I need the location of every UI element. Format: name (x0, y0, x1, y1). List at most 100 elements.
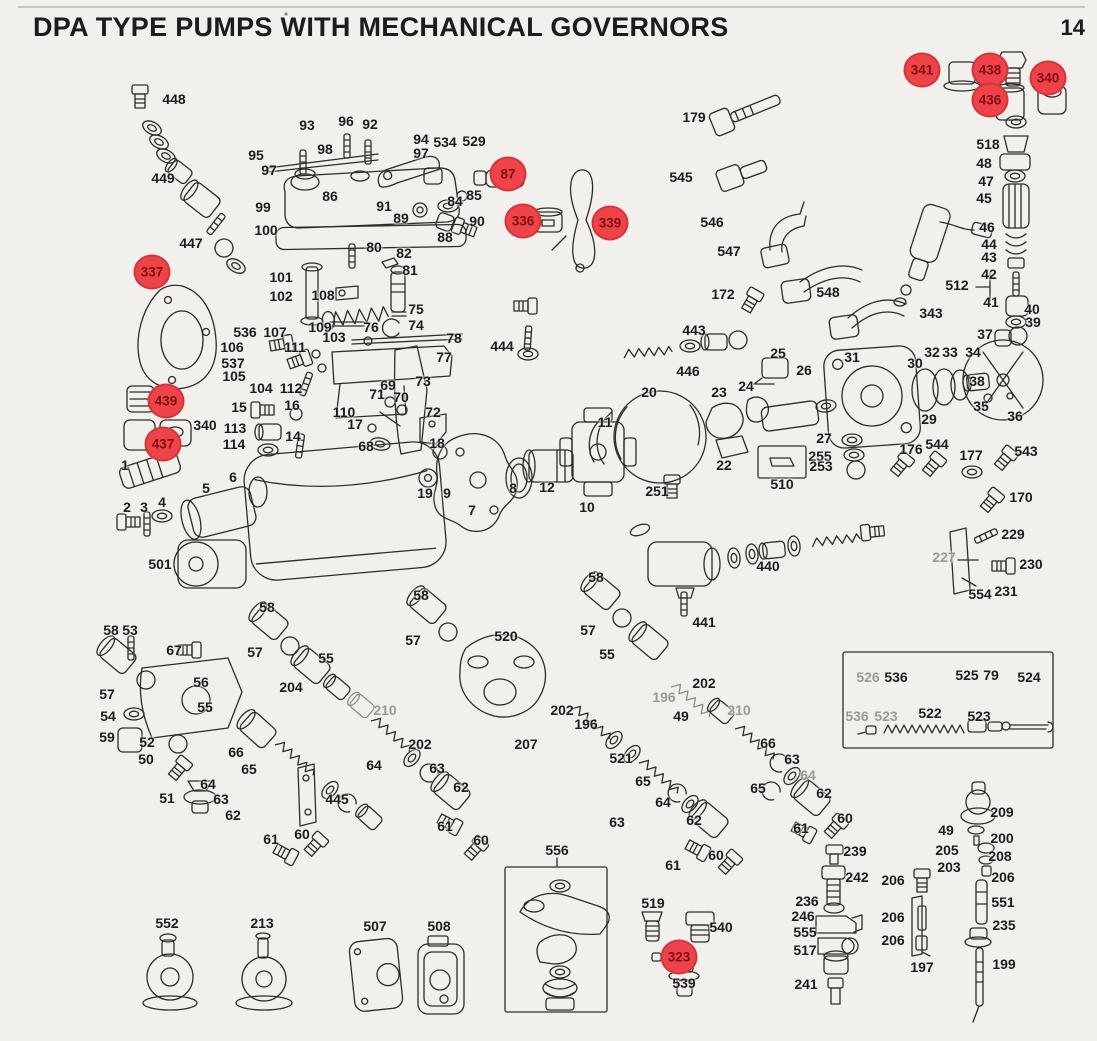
part-label: 544 (925, 436, 949, 452)
part-label: 101 (269, 269, 293, 285)
part-label: 40 (1024, 301, 1040, 317)
part-label: 90 (469, 213, 485, 229)
part-label: 64 (200, 776, 216, 792)
part-label: 202 (692, 675, 716, 691)
part-label: 12 (539, 479, 555, 495)
part-label: 89 (393, 210, 409, 226)
part-label: 58 (588, 569, 604, 585)
part-label: 57 (405, 632, 421, 648)
part-label: 526 (856, 669, 880, 685)
part-label: 62 (686, 812, 702, 828)
part-label: 546 (700, 214, 724, 230)
part-label: 60 (294, 826, 310, 842)
part-label: 197 (910, 959, 934, 975)
part-label: 539 (672, 975, 696, 991)
part-label: 37 (977, 326, 993, 342)
part-label: 447 (179, 235, 203, 251)
part-label: 23 (711, 384, 727, 400)
part-label: 95 (248, 147, 264, 163)
part-label: 53 (122, 622, 138, 638)
part-label: 251 (645, 483, 669, 499)
part-label: 31 (844, 349, 860, 365)
part-label: 97 (413, 145, 429, 161)
part-label: 64 (800, 767, 816, 783)
part-label: 74 (408, 317, 424, 333)
part-label: 203 (937, 859, 961, 875)
part-label: 1 (121, 457, 129, 473)
part-label: 63 (784, 751, 800, 767)
part-label: 543 (1014, 443, 1038, 459)
part-label: 547 (717, 243, 741, 259)
part-label: 510 (770, 476, 794, 492)
part-label: 227 (932, 549, 956, 565)
part-label: 241 (794, 976, 818, 992)
part-label: 556 (545, 842, 569, 858)
part-label: 112 (279, 380, 303, 396)
part-label: 57 (99, 686, 115, 702)
part-label: 25 (770, 345, 786, 361)
part-label: 30 (907, 355, 923, 371)
part-label: 246 (791, 908, 815, 924)
part-label: 38 (969, 373, 985, 389)
part-label: 63 (609, 814, 625, 830)
part-label: 26 (796, 362, 812, 378)
part-label: 47 (978, 173, 994, 189)
part-label: 3 (140, 499, 148, 515)
part-label: 102 (269, 288, 293, 304)
part-label: 79 (983, 667, 999, 683)
part-label: 519 (641, 895, 665, 911)
part-label: 99 (255, 199, 271, 215)
part-label: 58 (413, 587, 429, 603)
part-label: 536 (884, 669, 908, 685)
part-label: 520 (494, 628, 518, 644)
part-label: 94 (413, 131, 429, 147)
part-label: 449 (151, 170, 175, 186)
part-label: 177 (959, 447, 983, 463)
part-label: 105 (222, 368, 246, 384)
part-label: 172 (711, 286, 735, 302)
part-label: 508 (427, 918, 451, 934)
part-label: 448 (162, 91, 186, 107)
part-label: 60 (473, 832, 489, 848)
part-label: 109 (308, 319, 332, 335)
part-label: 512 (945, 277, 969, 293)
part-label: 45 (976, 190, 992, 206)
part-label: 58 (259, 599, 275, 615)
part-label: 62 (225, 807, 241, 823)
part-label: 255 (808, 448, 832, 464)
part-label: 54 (100, 708, 116, 724)
part-label: 507 (363, 918, 387, 934)
part-label: 8 (509, 480, 517, 496)
part-label: 36 (1007, 408, 1023, 424)
part-label: 5 (202, 480, 210, 496)
part-label: 44 (981, 236, 997, 252)
part-label: 49 (673, 708, 689, 724)
part-label: 80 (366, 239, 382, 255)
part-label: 35 (973, 398, 989, 414)
inset-box-510 (757, 445, 807, 479)
part-label: 106 (220, 339, 244, 355)
part-label: 206 (991, 869, 1015, 885)
part-label-highlighted: 87 (489, 156, 527, 192)
part-label: 22 (716, 457, 732, 473)
part-label: 551 (991, 894, 1015, 910)
part-label: 63 (213, 791, 229, 807)
part-label: 29 (921, 411, 937, 427)
part-label: 77 (436, 349, 452, 365)
part-label: 444 (490, 338, 514, 354)
part-label: 445 (325, 791, 349, 807)
part-label: 52 (139, 734, 155, 750)
part-label: 57 (580, 622, 596, 638)
part-label: 6 (229, 469, 237, 485)
part-label-highlighted: 437 (144, 426, 182, 462)
part-label-highlighted: 339 (591, 205, 629, 241)
part-label: 84 (447, 193, 463, 209)
part-label: 204 (279, 679, 303, 695)
part-label: 537 (221, 355, 245, 371)
part-label: 88 (437, 229, 453, 245)
inset-box-cable (842, 651, 1054, 749)
part-label: 71 (369, 386, 385, 402)
part-label: 501 (148, 556, 172, 572)
